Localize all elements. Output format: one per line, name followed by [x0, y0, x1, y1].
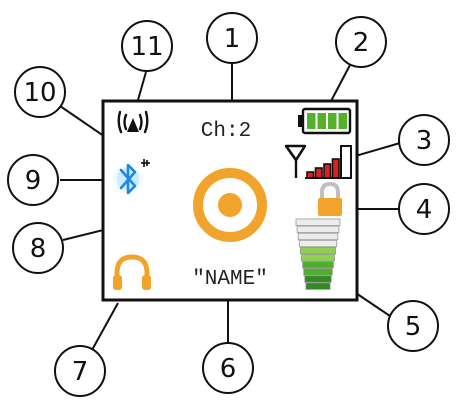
volume-bar	[303, 262, 334, 269]
volume-bar	[298, 233, 338, 240]
callout-number: 11	[130, 32, 163, 62]
volume-bar	[302, 255, 335, 262]
volume-bar	[296, 219, 340, 226]
record-button-icon	[198, 173, 262, 237]
callout-8: 8	[13, 223, 63, 273]
callout-number: 1	[224, 24, 241, 54]
callout-number: 4	[416, 195, 433, 225]
battery-cell	[307, 113, 316, 129]
volume-bar	[304, 269, 333, 276]
callout-11: 11	[122, 21, 172, 71]
device-name-label: "NAME"	[192, 268, 268, 291]
leader-line-2	[330, 65, 350, 103]
callout-1: 1	[207, 13, 257, 63]
leader-line-3	[352, 143, 400, 157]
volume-bar	[306, 283, 330, 290]
callout-number: 5	[405, 312, 422, 342]
volume-bar	[305, 276, 331, 283]
volume-bar	[297, 226, 339, 233]
channel-label: Ch:2	[201, 120, 251, 143]
battery-cell	[318, 113, 327, 129]
signal-bar	[316, 168, 323, 178]
callout-3: 3	[399, 115, 449, 165]
battery-cell	[339, 113, 348, 129]
callout-2: 2	[336, 17, 386, 67]
signal-bar	[324, 164, 331, 178]
volume-bar	[299, 240, 336, 247]
callout-number: 8	[30, 234, 47, 264]
signal-bar	[333, 159, 340, 178]
callout-number: 2	[353, 28, 370, 58]
callout-number: 10	[23, 78, 56, 108]
volume-bar	[300, 247, 335, 254]
callout-number: 6	[220, 354, 237, 384]
callout-4: 4	[399, 184, 449, 234]
callout-7: 7	[55, 346, 105, 396]
battery-cell	[328, 113, 337, 129]
callout-number: 3	[416, 126, 433, 156]
callout-number: 7	[72, 357, 89, 387]
callout-9: 9	[8, 155, 58, 205]
callout-6: 6	[203, 343, 253, 393]
callout-5: 5	[388, 301, 438, 351]
battery-icon	[298, 109, 350, 133]
leader-line-7	[92, 303, 118, 350]
callout-number: 9	[25, 166, 42, 196]
callout-10: 10	[15, 67, 65, 117]
